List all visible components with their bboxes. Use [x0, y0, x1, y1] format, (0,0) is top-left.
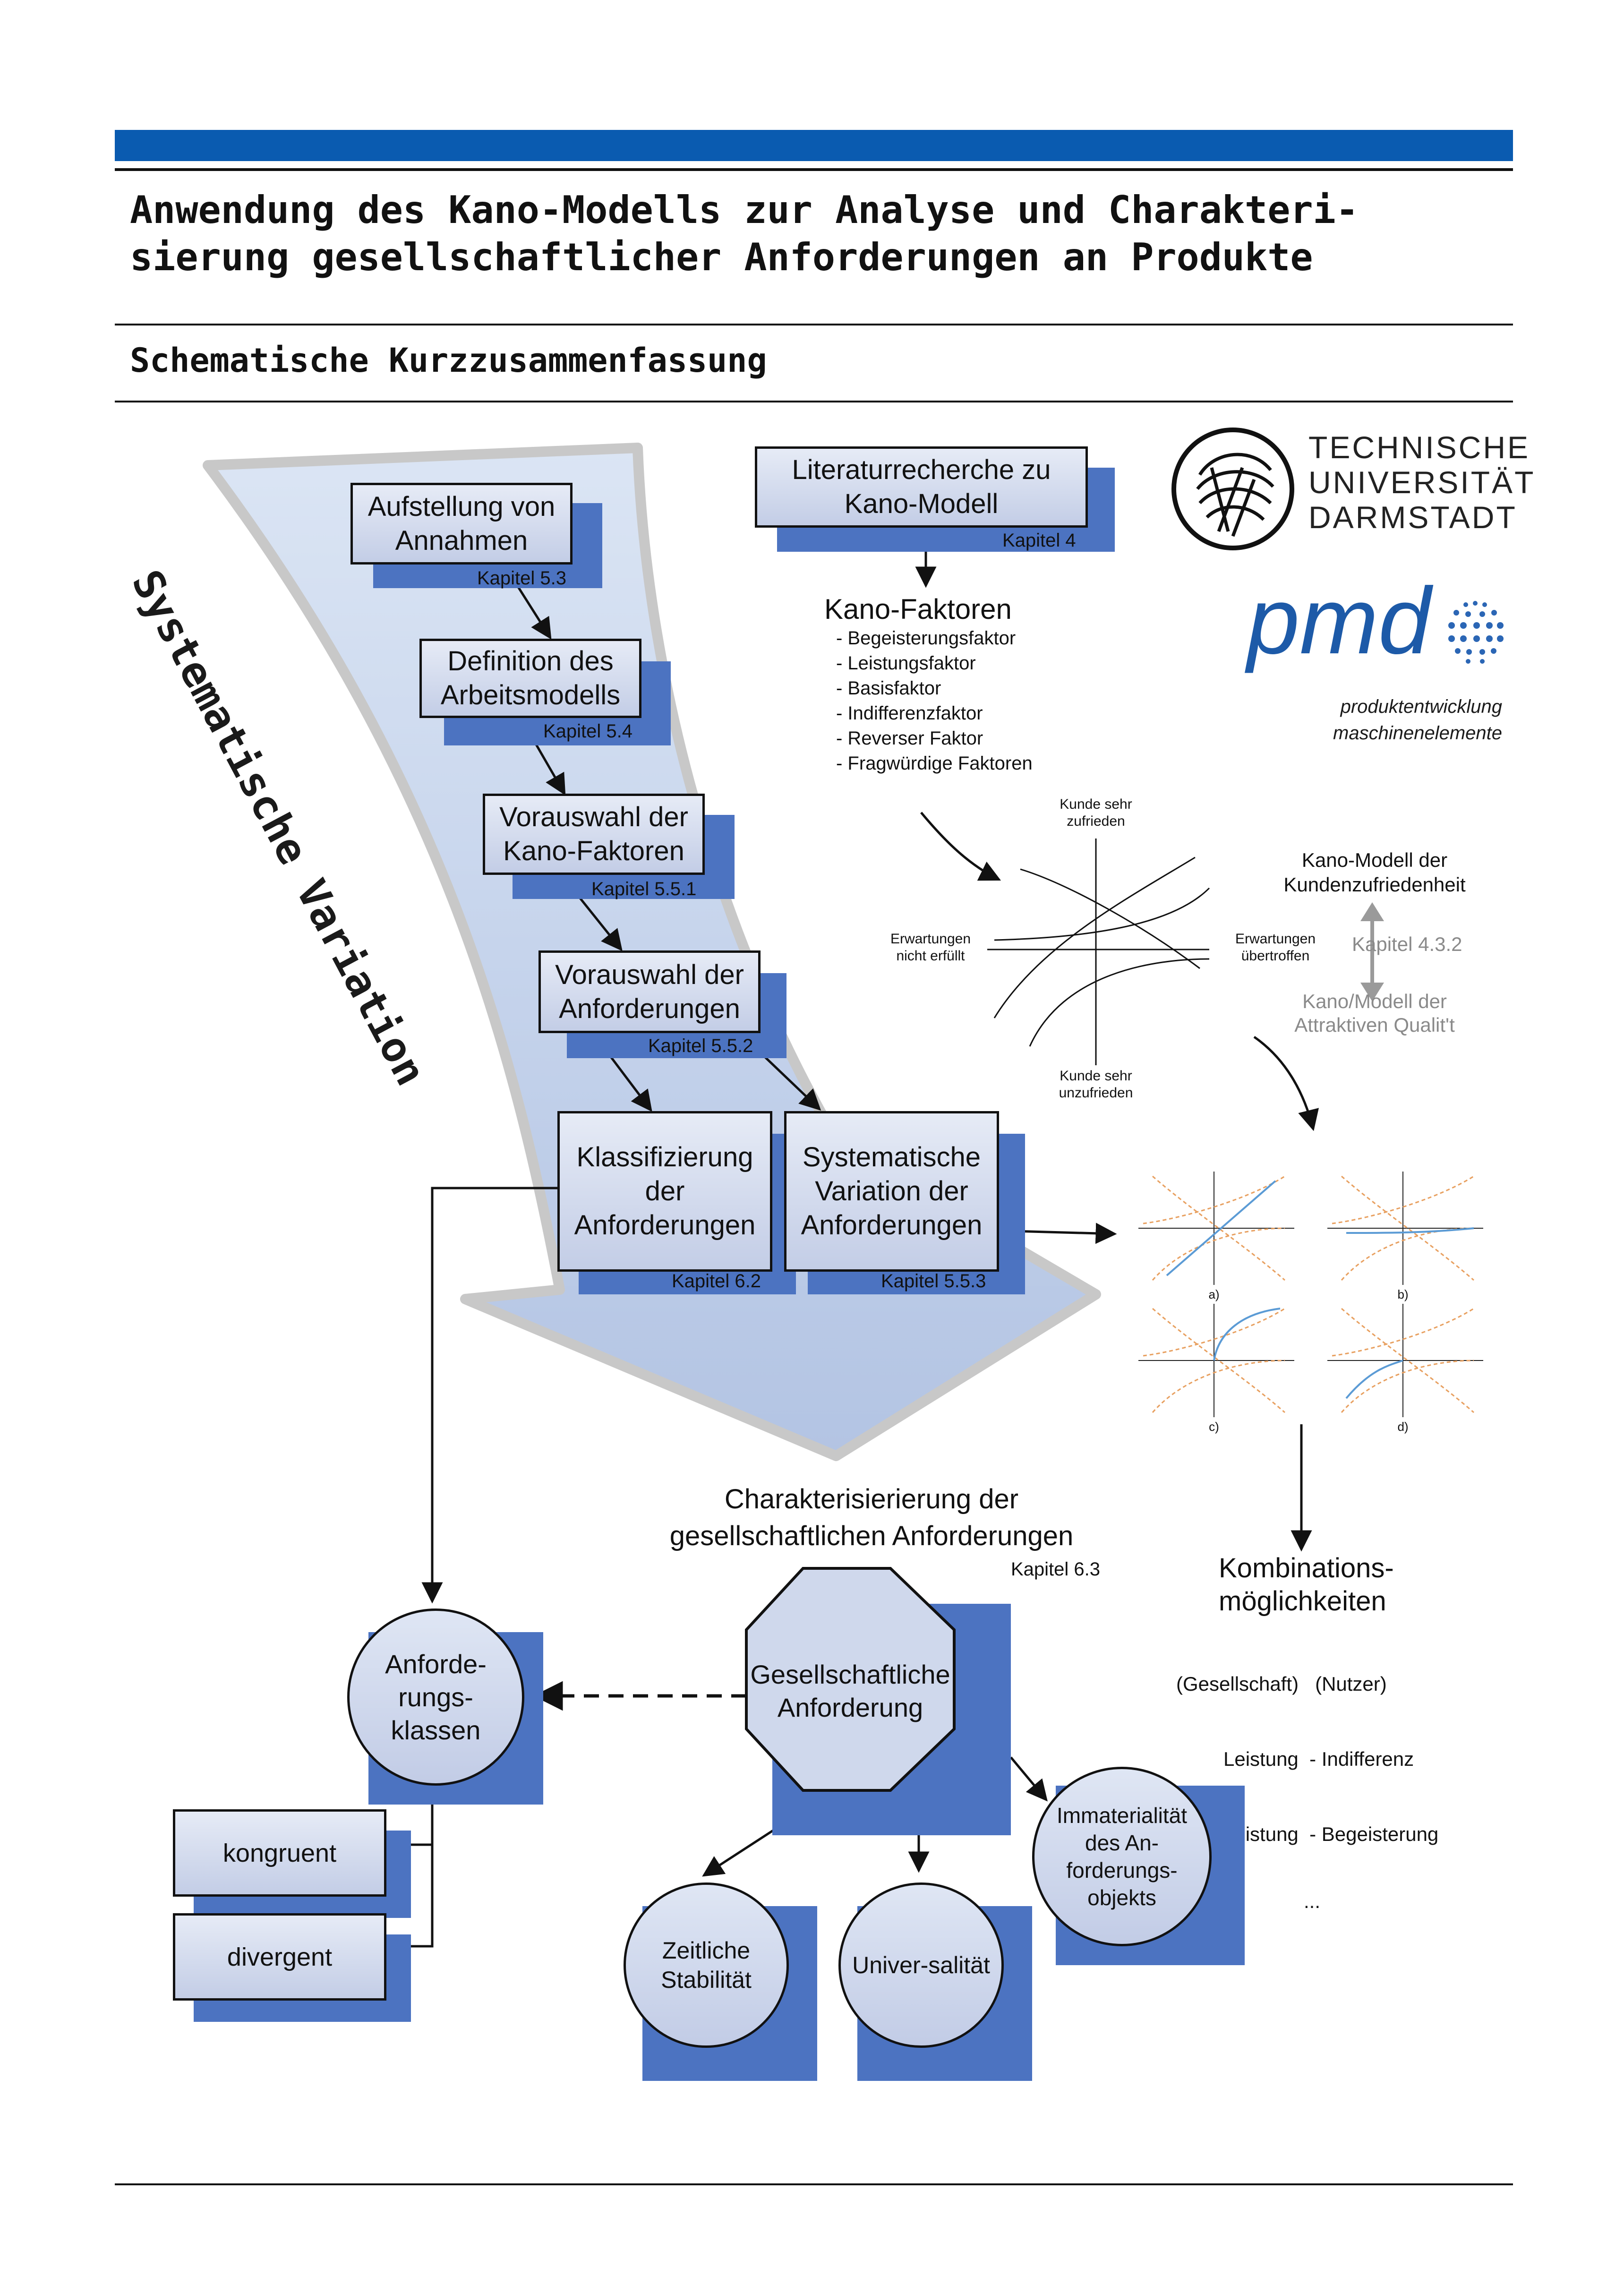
kano-faktoren-title: Kano-Faktoren: [824, 593, 1012, 625]
step-6-label-2: Variation der: [815, 1176, 968, 1206]
kano-faktoren-list: - Begeisterungsfaktor - Leistungsfaktor …: [836, 626, 1033, 776]
thumb-label-d: d): [1397, 1420, 1409, 1434]
step-5-kapitel: Kapitel 6.2: [672, 1271, 761, 1292]
kano-modell-kapitel: Kapitel 4.3.2: [1352, 933, 1462, 955]
header-rule: [115, 168, 1513, 171]
step-1-label-1: Aufstellung von: [368, 491, 556, 522]
kombination-row: Leistung - Begeisterung: [1223, 1823, 1439, 1845]
step-1-label-2: Annahmen: [395, 525, 528, 556]
literatur-label-1: Literaturrecherche zu: [792, 454, 1051, 485]
pmd-logo-wordmark: pmd: [1247, 568, 1431, 674]
tu-darmstadt-athene-logo: [1171, 428, 1294, 550]
literatur-label-2: Kano-Modell: [844, 488, 999, 519]
pmd-globe-icon: [1448, 601, 1504, 664]
step-3-kapitel: Kapitel 5.5.1: [591, 879, 697, 899]
thumb-label-c: c): [1209, 1420, 1219, 1434]
kano-faktor-item: - Indifferenzfaktor: [836, 703, 983, 724]
thumbnails-svg: [1138, 1172, 1483, 1417]
page-subtitle: Schematische Kurzzusammenfassung: [130, 341, 767, 380]
kombination-title: Kombinations-möglichkeiten: [1219, 1553, 1394, 1617]
step-4-label-2: Anforderungen: [559, 993, 740, 1024]
kombination-row: (Gesellschaft) (Nutzer): [1176, 1673, 1387, 1695]
charakterisierung-kapitel: Kapitel 6.3: [1011, 1559, 1101, 1580]
kano-faktor-item: - Basisfaktor: [836, 678, 941, 699]
step-6-label-3: Anforderungen: [801, 1210, 983, 1241]
step-1-kapitel: Kapitel 5.3: [477, 568, 567, 589]
step-3-label-1: Vorauswahl der: [499, 802, 688, 832]
kombination-row: Leistung - Indifferenz: [1223, 1748, 1414, 1770]
header-bar: [115, 130, 1513, 161]
kano-faktor-item: - Fragwürdige Faktoren: [836, 753, 1033, 774]
step-4-kapitel: Kapitel 5.5.2: [648, 1035, 753, 1056]
kano-faktor-item: - Reverser Faktor: [836, 728, 983, 749]
kano-link-arrow: [1360, 902, 1384, 1001]
step-5-label-3: Anforderungen: [574, 1210, 756, 1241]
kano-faktor-item: - Begeisterungsfaktor: [836, 628, 1016, 649]
footer-rule: [115, 2183, 1513, 2185]
step-2-label-2: Arbeitsmodells: [440, 680, 621, 710]
step-6-kapitel: Kapitel 5.5.3: [881, 1271, 986, 1292]
anforderungsklassen-circle[interactable]: Anforde-rungs-klassen: [347, 1609, 524, 1786]
kano-faktor-item: - Leistungsfaktor: [836, 653, 976, 674]
step-4-label-1: Vorauswahl der: [555, 959, 744, 990]
divergent-box[interactable]: divergent: [173, 1913, 386, 2001]
step-2-label-1: Definition des: [447, 646, 614, 676]
step-5-label-1: Klassifizierung: [576, 1142, 753, 1172]
kano-graph: [987, 838, 1210, 1065]
page-title: Anwendung des Kano-Modells zur Analyse u…: [130, 188, 1359, 279]
gesellschaftliche-anforderung-octagon[interactable]: [745, 1567, 956, 1792]
kongruent-box[interactable]: kongruent: [173, 1809, 386, 1897]
kano-variation-thumbnails: a) b) c) d): [1124, 1162, 1502, 1436]
step-2-kapitel: Kapitel 5.4: [543, 721, 633, 742]
step-3-label-2: Kano-Faktoren: [503, 836, 684, 866]
universalitaet-circle[interactable]: Univer-salität: [838, 1882, 1004, 2048]
step-5-label-2: der: [645, 1176, 685, 1206]
subtitle-rule: [115, 401, 1513, 402]
kombination-list: (Gesellschaft) (Nutzer) Leistung - Indif…: [1176, 1621, 1438, 1931]
kombination-row: ...: [1304, 1890, 1321, 1912]
step-6-label-1: Systematische: [802, 1142, 981, 1172]
thumb-label-b: b): [1397, 1287, 1409, 1301]
literatur-kapitel: Kapitel 4: [1002, 530, 1076, 551]
thumb-label-a: a): [1208, 1287, 1220, 1301]
title-rule: [115, 324, 1513, 325]
